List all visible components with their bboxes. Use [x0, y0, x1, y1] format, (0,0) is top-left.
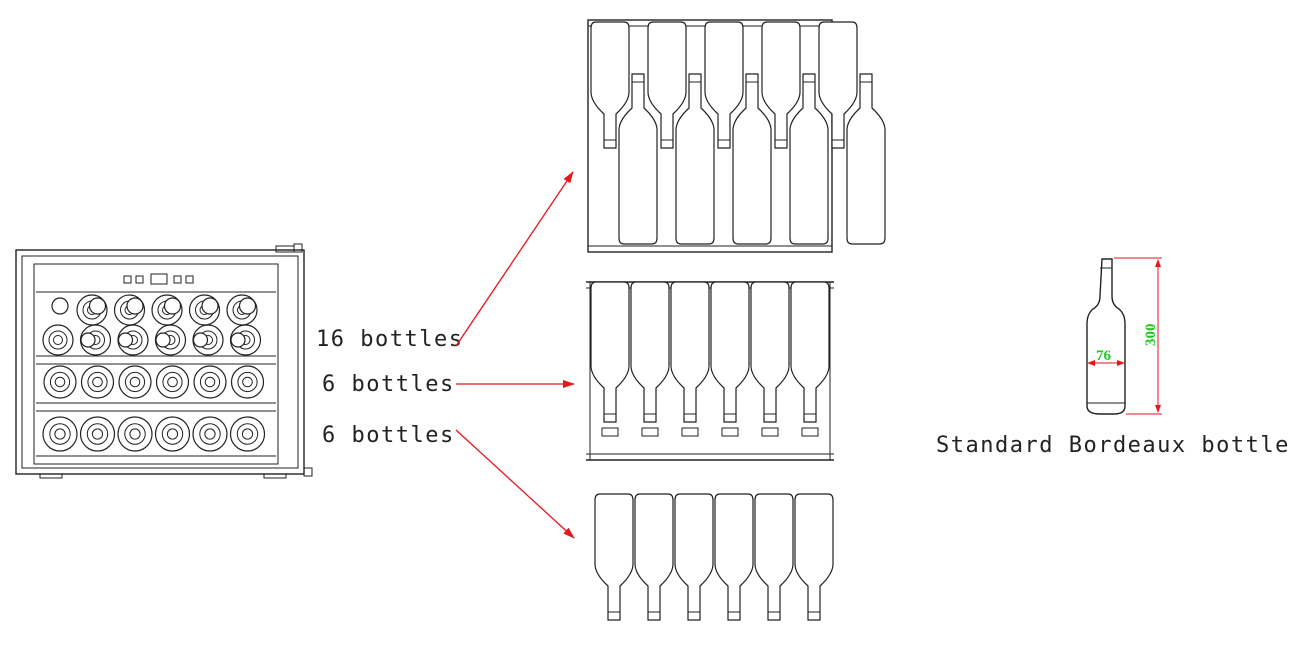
bottle-end [229, 416, 266, 452]
bottle-end-inner [162, 371, 183, 393]
bottle-outline [674, 493, 714, 621]
bottle-neck-end [126, 297, 144, 315]
middle-shelf-capacity-label: 6 bottles [322, 372, 455, 397]
bottle-outline [790, 281, 830, 423]
bottle-outline [590, 281, 630, 423]
bottle-end-inner [124, 423, 146, 445]
tray-slot [721, 427, 739, 437]
bottle-end-core [242, 376, 253, 388]
bottle-end-core [129, 376, 141, 388]
bottle-outline [710, 281, 750, 423]
bottle-outline [750, 281, 790, 423]
bottle-end [193, 365, 227, 399]
lower-shelf-top-view [594, 493, 834, 621]
bottle-end-inner [199, 371, 221, 393]
wine-cooler-front-icon [15, 243, 313, 479]
bottle-end-inner [237, 371, 258, 393]
bottle-end-core [241, 428, 254, 440]
bottle-end-core [204, 428, 216, 440]
bottle-end-inner [236, 423, 259, 445]
bottle-end-core [91, 428, 104, 440]
bottle-end-core [167, 376, 178, 388]
tray-slot [641, 427, 659, 437]
height-value: 300 [1143, 324, 1159, 347]
lower-shelf-capacity-label: 6 bottles [322, 423, 455, 448]
bottle-end-core [54, 428, 66, 440]
bottle-outline [630, 281, 670, 423]
bottle-end-inner [49, 423, 71, 445]
bottle-end [118, 365, 152, 399]
bottle-neck-end [51, 297, 69, 315]
bottle-neck-end [192, 332, 209, 348]
lower-shelf-arrow [455, 429, 575, 539]
bottle-neck-end [230, 332, 246, 348]
bottle-outline [754, 493, 794, 621]
bottle-end-inner [86, 423, 109, 445]
bottle-end [192, 416, 228, 452]
cooler-bottle-ends [42, 294, 266, 452]
bottle-end [42, 324, 74, 356]
bottle-end-core [166, 428, 179, 440]
bottle-outline [618, 73, 658, 245]
tray-slot [761, 427, 779, 437]
bottle-outline [714, 493, 754, 621]
bottle-outline [590, 21, 630, 149]
middle-shelf-top-view [586, 281, 834, 461]
bottle-outline [846, 73, 886, 245]
bottle-outline [594, 493, 634, 621]
bottle-end [80, 365, 115, 399]
bottle-end-core [53, 335, 63, 345]
upper-shelf-top-view [587, 19, 886, 253]
bottle-end [42, 416, 78, 452]
bottle-end-core [204, 376, 216, 388]
tray-slot [601, 427, 619, 437]
bottle-outline [789, 73, 829, 245]
bottle-neck-end [201, 297, 219, 315]
bottle-outline [704, 21, 744, 149]
bottle-outline [634, 493, 674, 621]
bottle-end-core [129, 428, 141, 440]
bottle-neck-end [88, 297, 107, 315]
bottle-neck-end [238, 297, 257, 315]
upper-shelf-capacity-label: 16 bottles [316, 327, 463, 352]
bordeaux-bottle-icon: 76 300 [1086, 257, 1162, 415]
bottle-end-inner [87, 371, 108, 393]
bottle-neck-end [163, 297, 182, 315]
bottle-end-inner [124, 371, 146, 393]
bottle-end [79, 416, 116, 452]
bottle-outline [732, 73, 772, 245]
bottle-end-inner [49, 371, 71, 393]
bottle-end [43, 365, 77, 399]
bottle-neck-end [117, 332, 134, 348]
bottle-outline [647, 21, 687, 149]
tray-slot [801, 427, 819, 437]
bottle-outline [794, 493, 834, 621]
bottle-end-inner [48, 330, 68, 350]
bottle-end [230, 365, 265, 399]
bottle-end [154, 416, 191, 452]
bottle-end-core [54, 376, 66, 388]
bottle-outline [675, 73, 715, 245]
bottle-outline [818, 21, 858, 149]
control-panel [123, 273, 194, 285]
bottle-end [117, 416, 153, 452]
bottle-end-inner [199, 423, 221, 445]
bottle-neck-end [80, 332, 96, 348]
bottle-end-inner [161, 423, 184, 445]
bottle-end [155, 365, 190, 399]
bottle-outline [761, 21, 801, 149]
bottle-caption: Standard Bordeaux bottle [936, 433, 1290, 458]
bottle-outline [670, 281, 710, 423]
diameter-value: 76 [1096, 348, 1112, 364]
upper-shelf-arrow [455, 171, 574, 347]
bottle-end-core [92, 376, 103, 388]
tray-slot [681, 427, 699, 437]
bottle-neck-end [155, 332, 171, 348]
